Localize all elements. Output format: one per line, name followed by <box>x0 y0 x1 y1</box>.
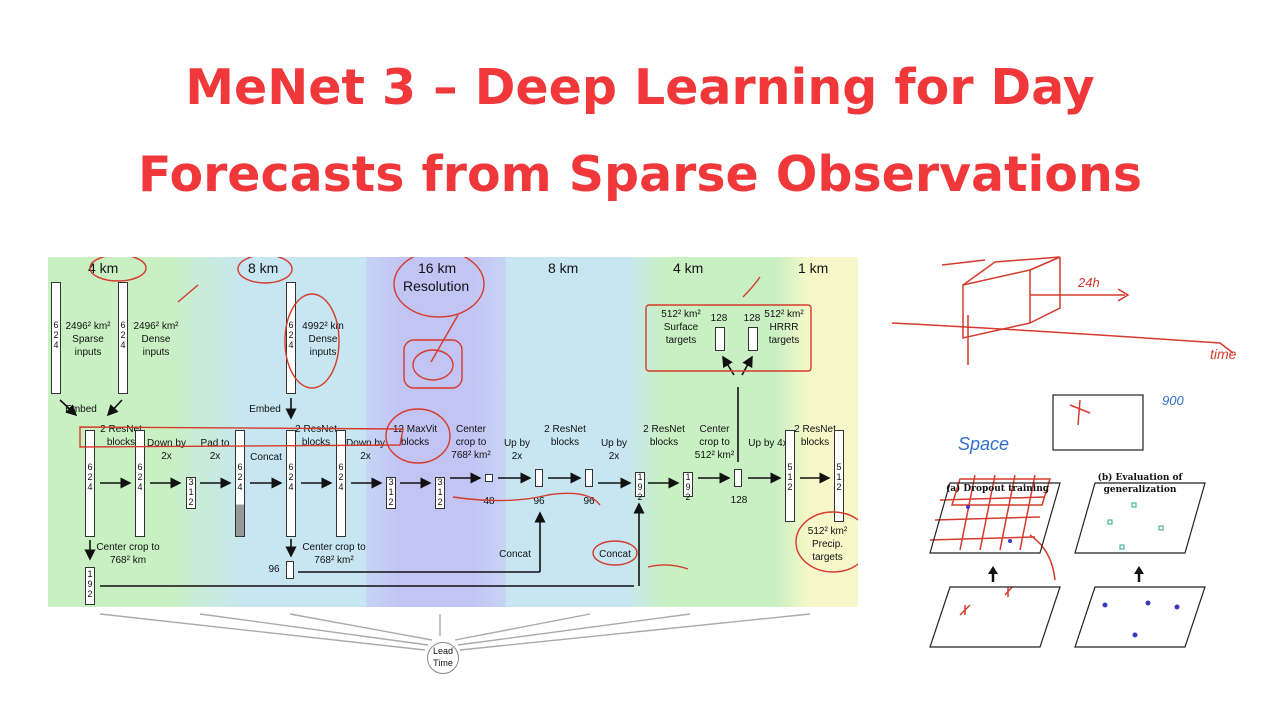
hrrr-targets-label: 512² km² HRRR targets <box>764 309 804 346</box>
feature-bar-4 <box>235 430 245 537</box>
panel-b-caption: (b) Evaluation of generalization <box>1097 473 1183 495</box>
dim-128: 128 <box>730 495 748 506</box>
maxvit-label: 12 MaxVit blocks <box>392 424 438 448</box>
dim-96-skip: 96 <box>268 564 280 575</box>
surface-targets-label: 512² km² Surface targets <box>661 309 701 346</box>
feature-bar-5 <box>286 430 296 537</box>
diagram-arrows <box>59 257 858 587</box>
annotation-number: 900 <box>1162 393 1184 408</box>
res-4km: 4 km <box>88 260 119 276</box>
sparse-input-bar <box>51 282 61 394</box>
center-crop-bottom-1: Center crop to 768² km <box>96 542 160 566</box>
center-crop-label-1: Center crop to 768² km² <box>451 424 491 461</box>
feature-box-96a <box>535 469 543 487</box>
skip-bar-192 <box>85 567 95 605</box>
dim-dense-2: 6 2 4 <box>288 320 294 350</box>
feature-bar-7 <box>386 477 396 509</box>
architecture-diagram: 4 km 8 km 16 km Resolution 8 km 4 km 1 k… <box>48 257 858 674</box>
band-16km <box>366 257 506 607</box>
dim-feature-4: 6 2 4 <box>237 462 243 492</box>
concat-label-2: Concat <box>499 549 531 560</box>
res-4km-2: 4 km <box>673 260 704 276</box>
up-label-1: Up by 2x <box>503 438 531 462</box>
dim-48: 48 <box>483 496 495 507</box>
annotation-24h: 24h <box>1078 275 1100 290</box>
resnet-label-3: 2 ResNet blocks <box>544 424 586 448</box>
feature-bar-8 <box>435 477 445 509</box>
band-8km-up <box>506 257 626 607</box>
res-resolution: Resolution <box>403 278 470 294</box>
dim-dense: 6 2 4 <box>120 320 126 350</box>
dim-192-skip: 1 9 2 <box>87 569 93 599</box>
feature-box-48 <box>485 474 493 482</box>
embed-label-2: Embed <box>249 404 281 415</box>
dense-input-bar <box>118 282 128 394</box>
band-4km <box>48 257 166 607</box>
embed-label-1: Embed <box>65 404 97 415</box>
annotation-time: time <box>1210 346 1237 362</box>
dim-feature-5: 6 2 4 <box>288 462 294 492</box>
feature-bar-192a <box>635 472 645 497</box>
res-16km: 16 km <box>418 260 457 276</box>
precip-targets-label: 512² km² Precip. targets <box>807 526 848 563</box>
dim-192a: 1 9 2 <box>637 472 643 502</box>
concat-label-3: Concat <box>599 549 631 560</box>
feature-bar-3 <box>186 477 196 509</box>
dim-128-surface: 128 <box>710 313 728 324</box>
feature-bar-2 <box>135 430 145 537</box>
lead-time-node: Lead Time <box>427 642 459 674</box>
feature-bar-512a <box>785 430 795 522</box>
surface-target-bar <box>715 327 725 351</box>
band-4km-up <box>626 257 776 607</box>
dim-feature-2: 6 2 4 <box>137 462 143 492</box>
dim-feature-3: 3 1 2 <box>188 477 194 507</box>
resnet-label-4: 2 ResNet blocks <box>643 424 685 448</box>
up-label-2: Up by 2x <box>600 438 628 462</box>
title-line-2: Forecasts from Sparse Observations <box>137 146 1143 203</box>
skip-box-96 <box>286 561 294 579</box>
dim-feature-7: 3 1 2 <box>388 477 394 507</box>
annotation-panel: 24h time Space 900 (a) Dropout training … <box>880 235 1270 655</box>
resnet-label-5: 2 ResNet blocks <box>794 424 836 448</box>
dim-feature-6: 6 2 4 <box>338 462 344 492</box>
dim-128-hrrr: 128 <box>743 313 761 324</box>
dense-input-bar-2 <box>286 282 296 394</box>
resnet-label-2: 2 ResNet blocks <box>295 424 337 448</box>
dim-feature-1: 6 2 4 <box>87 462 93 492</box>
feature-bar-512b <box>834 430 844 522</box>
feature-box-128 <box>734 469 742 487</box>
band-8km <box>166 257 366 607</box>
panel-a-caption: (a) Dropout training <box>945 484 1050 494</box>
res-1km: 1 km <box>798 260 829 276</box>
feature-bar-6 <box>336 430 346 537</box>
sparse-inputs-label: 2496² km² Sparse inputs <box>65 321 111 358</box>
dense-inputs-label: 2496² km² Dense inputs <box>133 321 179 358</box>
dim-96a: 96 <box>533 496 545 507</box>
down-label-2: Down by 2x <box>346 438 385 462</box>
pad-label: Pad to 2x <box>200 438 230 462</box>
feature-bar-1 <box>85 430 95 537</box>
concat-label-1: Concat <box>250 452 282 463</box>
up-label-3: Up by 4x <box>748 438 788 449</box>
center-crop-bottom-2: Center crop to 768² km² <box>302 542 366 566</box>
dim-512b: 5 1 2 <box>836 462 842 492</box>
dim-512a: 5 1 2 <box>787 462 793 492</box>
dense-inputs-label-2: 4992² km Dense inputs <box>302 321 344 358</box>
annotation-space: Space <box>958 434 1010 454</box>
res-8km-2: 8 km <box>548 260 579 276</box>
hrrr-target-bar <box>748 327 758 351</box>
dim-feature-8: 3 1 2 <box>437 477 443 507</box>
res-8km: 8 km <box>248 260 279 276</box>
title-line-1: MeNet 3 – Deep Learning for Day <box>185 59 1095 116</box>
dim-96b: 96 <box>583 496 595 507</box>
center-crop-label-2: Center crop to 512² km² <box>694 424 735 461</box>
resnet-label-1: 2 ResNet blocks <box>100 424 142 448</box>
dim-192b: 1 9 2 <box>685 472 691 502</box>
dim-sparse: 6 2 4 <box>53 320 59 350</box>
feature-box-96b <box>585 469 593 487</box>
down-label-1: Down by 2x <box>147 438 186 462</box>
feature-bar-192b <box>683 472 693 497</box>
